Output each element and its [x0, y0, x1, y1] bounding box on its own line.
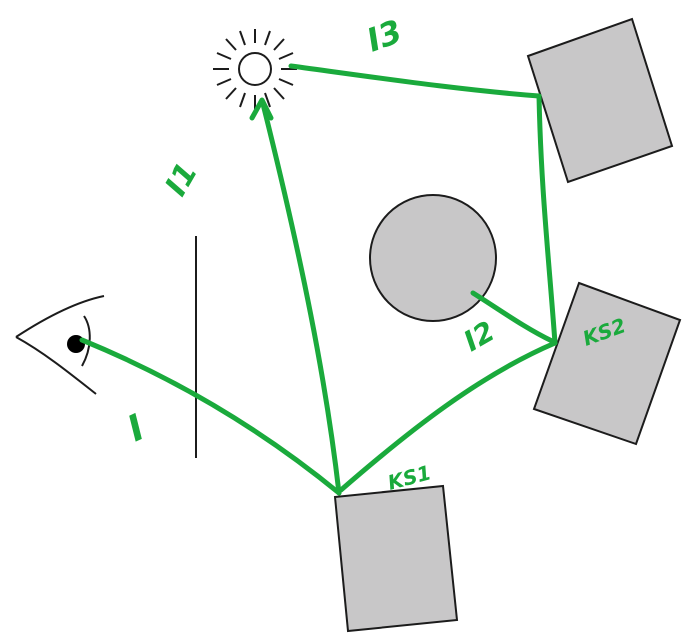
ray-eye-to-ks1 — [79, 337, 342, 496]
ray-arrowhead — [249, 97, 274, 121]
box-top-right — [526, 17, 674, 184]
ray-ks1-to-ks2 — [338, 340, 558, 493]
label-ray-circle: I2 — [458, 315, 500, 359]
sphere-object — [369, 194, 497, 322]
light-source-icon — [213, 29, 297, 109]
ray-ks2-to-box — [536, 93, 558, 346]
label-ray-light-3: I3 — [362, 12, 407, 59]
rays — [79, 63, 558, 496]
box-ks1 — [333, 484, 459, 633]
label-ray-light-1: I1 — [159, 157, 205, 202]
label-ray-eye: I — [121, 407, 150, 450]
ray-circle-to-ks2 — [470, 290, 555, 344]
ray-box-to-light — [288, 63, 542, 99]
box-ks2 — [532, 281, 682, 446]
ray-ks1-to-light — [260, 101, 342, 496]
